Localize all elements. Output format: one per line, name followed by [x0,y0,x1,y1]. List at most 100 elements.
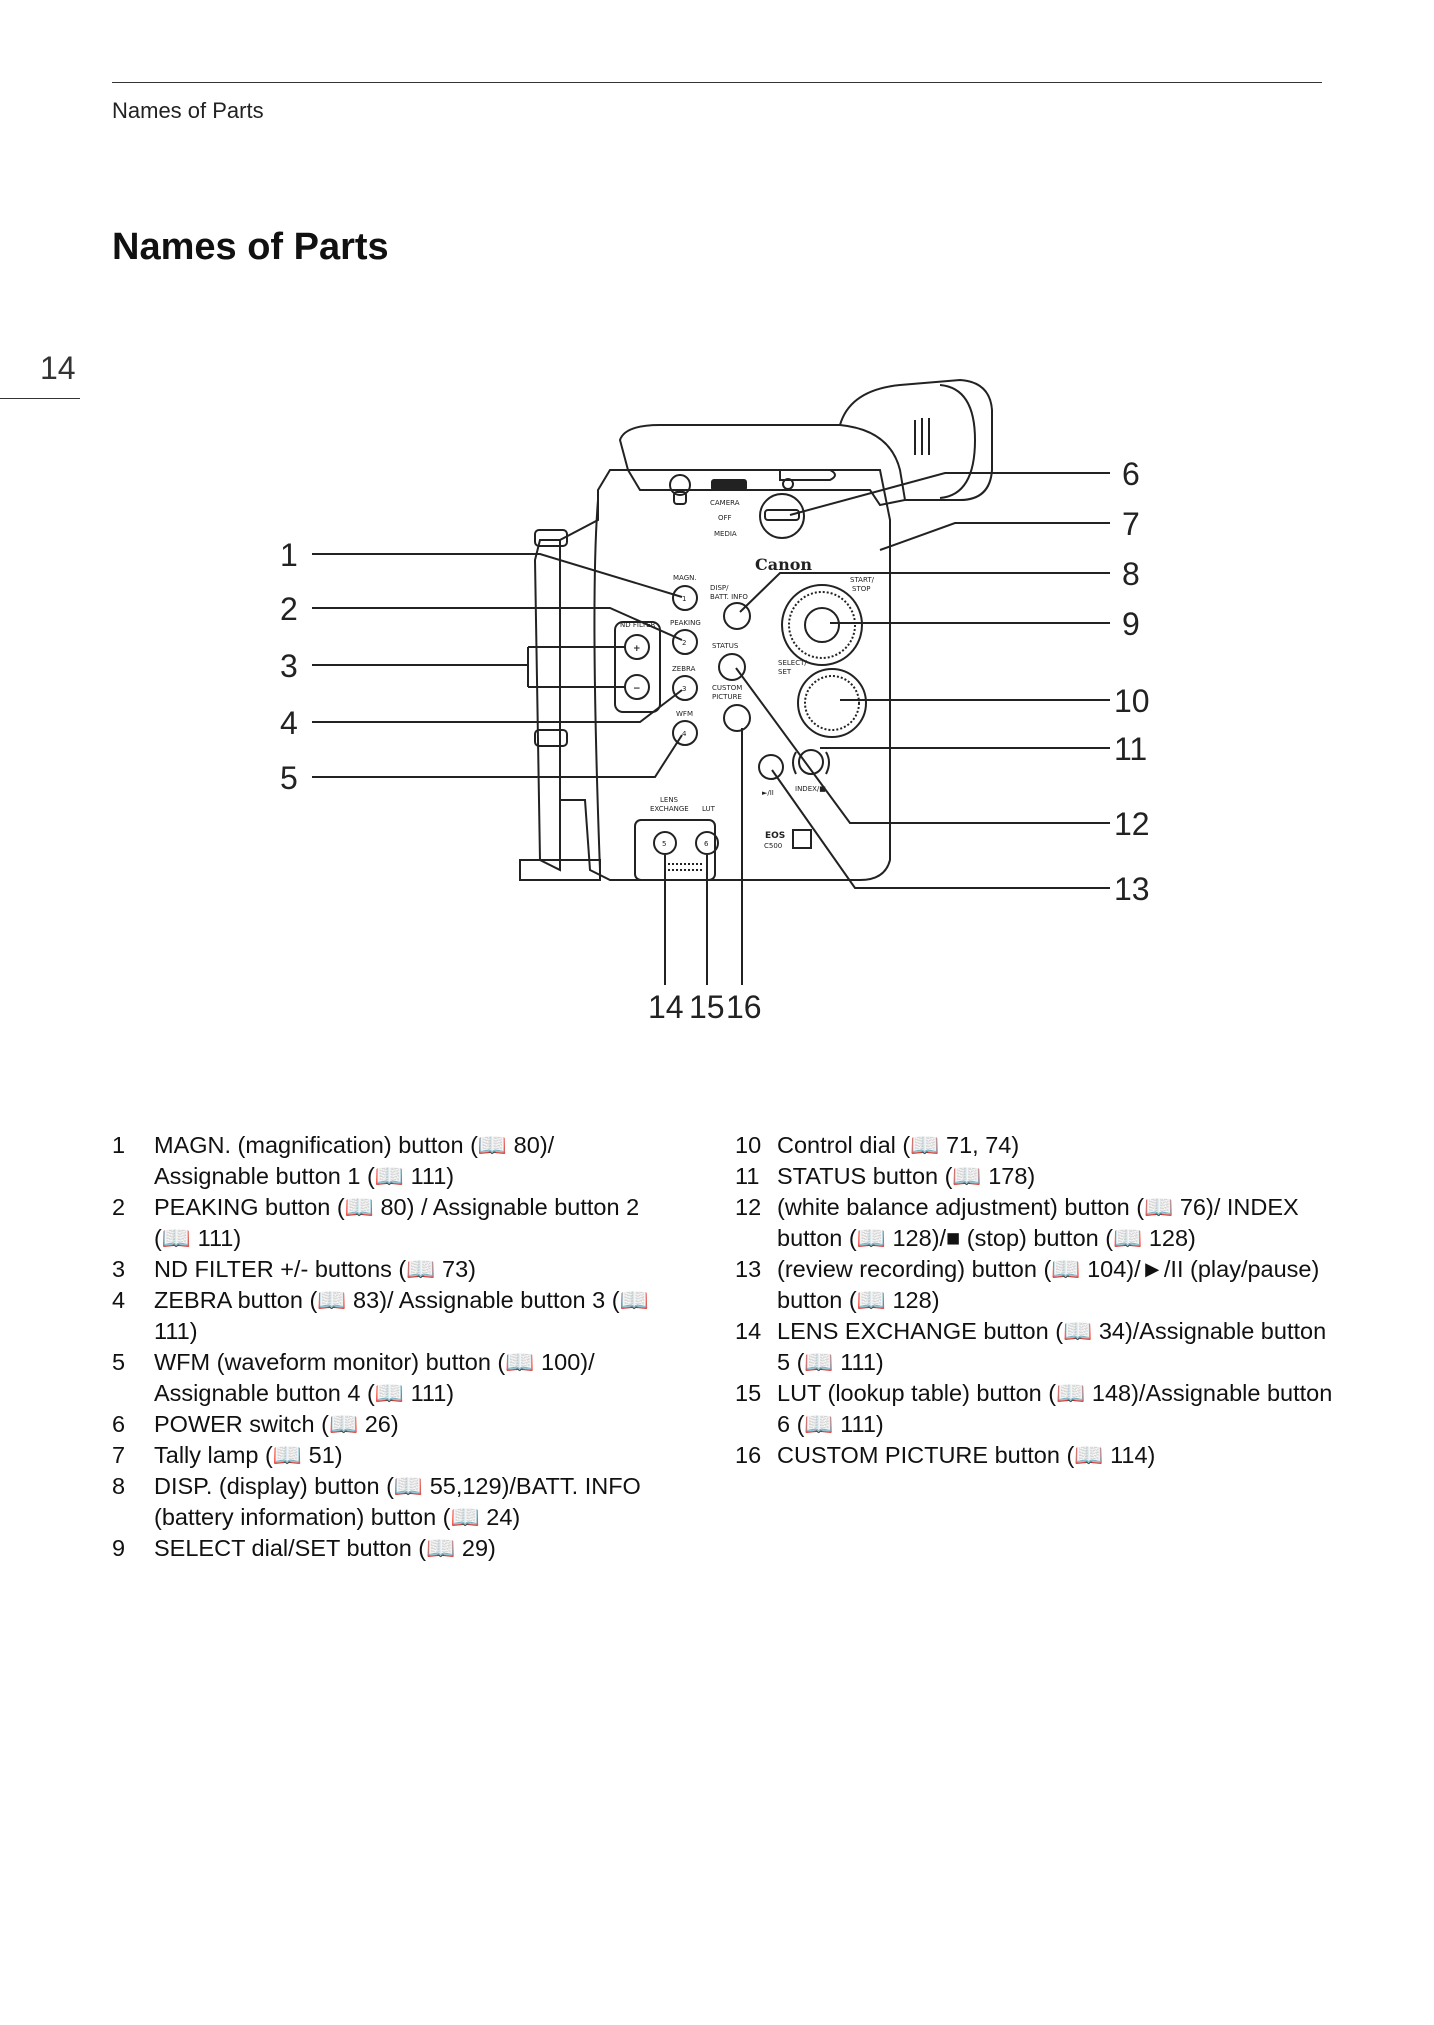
item-number: 15 [735,1380,762,1406]
parts-list-left: 1 MAGN. (magnification) button (📖 80)/ As… [112,1130,672,1564]
item-text: STATUS button (📖 178) [777,1163,1036,1189]
item-text: SELECT dial/SET button (📖 29) [154,1535,496,1561]
label-nd-filter: ND FILTER [620,621,656,629]
label-picture: PICTURE [712,693,742,701]
item-number: 5 [112,1349,126,1375]
item-number: 12 [735,1194,762,1220]
label-minus: − [633,684,641,694]
list-item: 5 WFM (waveform monitor) button (📖 100)/ … [112,1347,672,1409]
list-item: 16 CUSTOM PICTURE button (📖 114) [735,1440,1335,1471]
running-head: Names of Parts [112,98,264,123]
item-number: 4 [112,1287,126,1313]
item-number: 3 [112,1256,126,1282]
label-button-1: 1 [682,595,686,603]
leader-lines [312,472,1110,985]
callout-14: 14 [648,989,684,1025]
list-item: 15 LUT (lookup table) button (📖 148)/Assi… [735,1378,1335,1440]
item-text: WFM (waveform monitor) button (📖 100)/ A… [154,1349,595,1406]
callout-10: 10 [1114,683,1150,719]
label-button-6: 6 [704,840,709,848]
callout-2: 2 [280,591,298,627]
list-item: 1 MAGN. (magnification) button (📖 80)/ As… [112,1130,672,1192]
callout-12: 12 [1114,806,1150,842]
list-item: 13 (review recording) button (📖 104)/►/II… [735,1254,1335,1316]
callout-7: 7 [1122,506,1140,542]
label-button-4: 4 [682,730,687,738]
item-number: 6 [112,1411,126,1437]
callout-16: 16 [726,989,762,1025]
label-lut: LUT [702,805,716,813]
callout-13: 13 [1114,871,1150,907]
item-text: CUSTOM PICTURE button (📖 114) [777,1442,1156,1468]
camera-illustration [519,378,993,881]
label-select: SELECT/ [778,659,807,667]
callout-6: 6 [1122,456,1140,492]
item-text: MAGN. (magnification) button (📖 80)/ Ass… [154,1132,555,1189]
item-number: 10 [735,1132,762,1158]
list-item: 3 ND FILTER +/- buttons (📖 73) [112,1254,672,1285]
item-number: 13 [735,1256,762,1282]
callout-5: 5 [280,760,298,796]
item-text: Control dial (📖 71, 74) [777,1132,1020,1158]
label-button-3: 3 [682,685,686,693]
label-stop: STOP [852,585,870,593]
label-c500: C500 [764,842,782,850]
callout-15: 15 [689,989,725,1025]
header-rule [112,82,1322,83]
callout-8: 8 [1122,556,1140,592]
item-number: 14 [735,1318,762,1344]
label-zebra: ZEBRA [672,665,696,673]
label-status: STATUS [712,642,739,650]
canon-logo: Canon [755,555,812,574]
label-camera: CAMERA [710,499,740,507]
callout-9: 9 [1122,606,1140,642]
label-index: INDEX/■ [795,785,826,793]
label-off: OFF [718,514,732,522]
list-item: 2 PEAKING button (📖 80) / Assignable butt… [112,1192,672,1254]
label-button-2: 2 [682,639,686,647]
item-text: ND FILTER +/- buttons (📖 73) [154,1256,477,1282]
item-text: POWER switch (📖 26) [154,1411,399,1437]
callout-numbers: 1 2 3 4 5 6 7 8 9 10 11 12 13 14 15 16 [280,456,1150,1025]
label-disp: DISP/ [710,584,729,592]
item-text: LUT (lookup table) button (📖 148)/Assign… [777,1380,1333,1437]
item-text: PEAKING button (📖 80) / Assignable butto… [154,1194,640,1251]
camera-body-labels: POWER CAMERA OFF MEDIA Canon MAGN. DISP/… [620,482,875,850]
label-custom: CUSTOM [712,684,742,692]
label-magn: MAGN. [673,574,697,582]
callout-1: 1 [280,537,298,573]
label-media: MEDIA [714,530,737,538]
list-item: 10 Control dial (📖 71, 74) [735,1130,1335,1161]
item-text: (white balance adjustment) button (📖 76)… [777,1194,1299,1251]
label-play: ►/II [762,789,774,797]
list-item: 8 DISP. (display) button (📖 55,129)/BATT.… [112,1471,672,1533]
item-number: 9 [112,1535,126,1561]
item-number: 8 [112,1473,126,1499]
item-text: Tally lamp (📖 51) [154,1442,343,1468]
callout-11: 11 [1114,731,1147,767]
label-peaking: PEAKING [670,619,701,627]
page-number: 14 [40,350,76,386]
list-item: 9 SELECT dial/SET button (📖 29) [112,1533,672,1564]
label-plus: + [633,644,641,654]
camera-diagram: POWER CAMERA OFF MEDIA Canon MAGN. DISP/… [280,378,1150,1025]
page-number-rule [0,398,80,399]
label-eos: EOS [765,831,785,841]
label-lens: LENS [660,796,679,804]
list-item: 6 POWER switch (📖 26) [112,1409,672,1440]
list-item: 12 (white balance adjustment) button (📖 7… [735,1192,1335,1254]
item-number: 2 [112,1194,126,1220]
page-title: Names of Parts [112,226,389,268]
label-button-5: 5 [662,840,666,848]
item-text: DISP. (display) button (📖 55,129)/BATT. … [154,1473,641,1530]
label-start: START/ [850,576,875,584]
item-number: 1 [112,1132,126,1158]
item-text: (review recording) button (📖 104)/►/II (… [777,1256,1320,1313]
item-number: 16 [735,1442,762,1468]
label-exchange: EXCHANGE [650,805,689,813]
